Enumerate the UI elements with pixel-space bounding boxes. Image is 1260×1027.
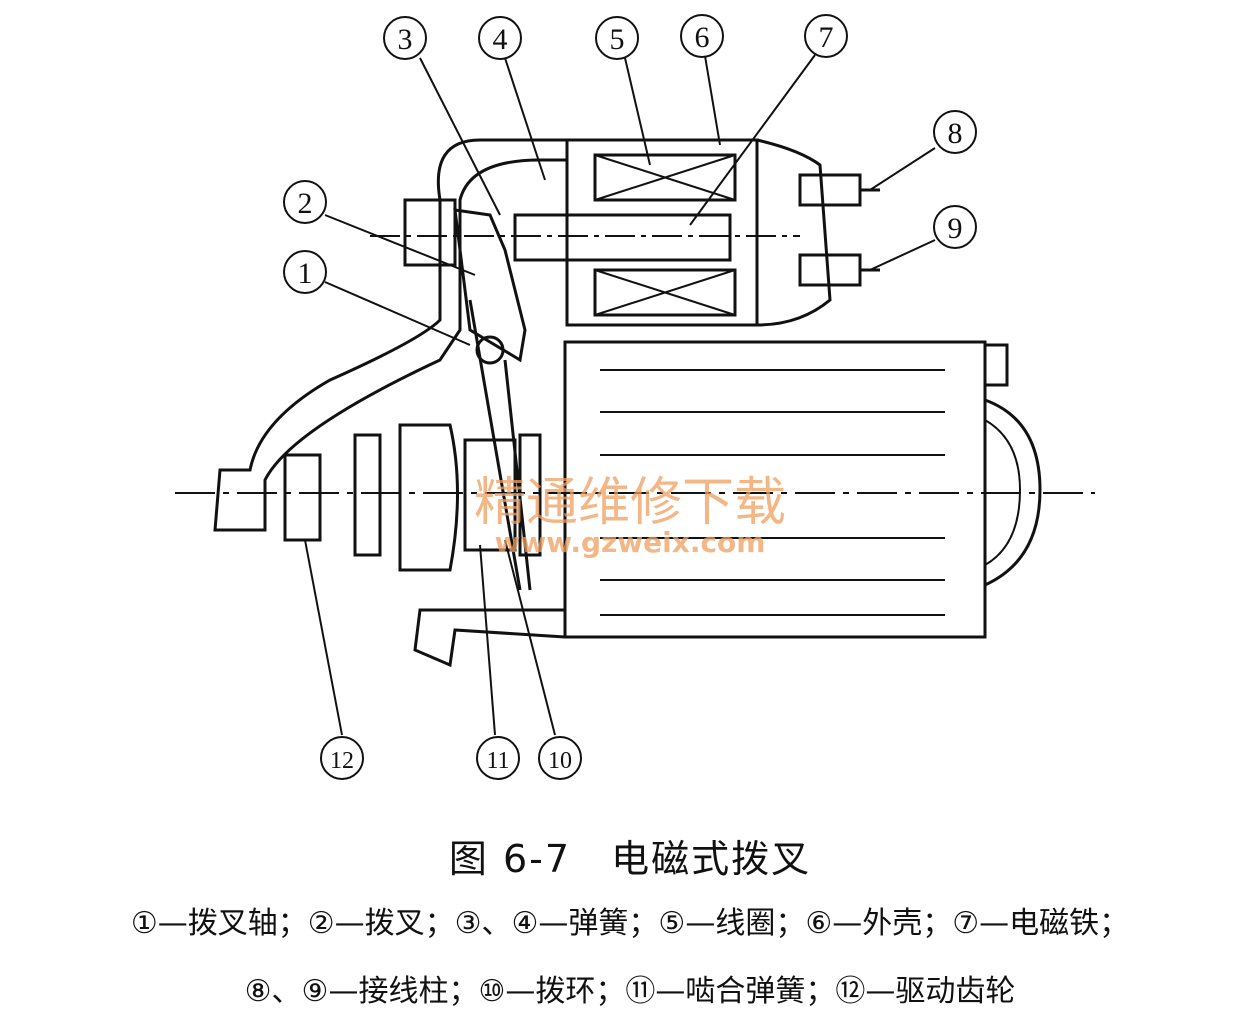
figure-title: 图 6-7 电磁式拨叉 xyxy=(448,837,812,881)
motor-lines xyxy=(600,369,945,616)
label-8: 8 xyxy=(948,117,963,150)
terminal-8 xyxy=(798,173,862,207)
watermark-url: www.gzweix.com xyxy=(495,526,766,559)
label-12: 12 xyxy=(330,748,354,774)
plunger xyxy=(513,213,732,262)
label-4: 4 xyxy=(493,23,508,56)
motor-end-cap xyxy=(984,398,1042,587)
label-1: 1 xyxy=(298,257,313,290)
mesh-spring xyxy=(463,438,517,552)
drive-gear xyxy=(283,453,322,542)
overrunning-clutch xyxy=(398,423,459,572)
motor-housing xyxy=(563,340,987,639)
fork-lever xyxy=(453,208,527,363)
drive-end-frame xyxy=(413,608,566,668)
label-7: 7 xyxy=(819,21,834,54)
label-10: 10 xyxy=(548,748,572,774)
label-11: 11 xyxy=(486,748,509,774)
label-3: 3 xyxy=(398,23,413,56)
legend-line-2: ⑧、⑨—接线柱；⑩—拨环；⑪—啮合弹簧；⑫—驱动齿轮 xyxy=(244,974,1016,1009)
leader-lines xyxy=(304,54,936,736)
watermark-name: 精通维修下载 xyxy=(474,473,786,533)
label-9: 9 xyxy=(948,212,963,245)
coil-upper xyxy=(593,153,737,202)
solenoid-housing xyxy=(565,138,759,327)
coil-lower xyxy=(593,268,737,317)
terminal-nut xyxy=(983,343,1009,387)
fork-housing xyxy=(213,138,567,532)
legend-line-1: ①—拨叉轴；②—拨叉；③、④—弹簧；⑤—线圈；⑥—外壳；⑦—电磁铁； xyxy=(130,906,1130,941)
label-2: 2 xyxy=(298,187,313,220)
solenoid-cover xyxy=(756,138,832,327)
label-5: 5 xyxy=(610,23,625,56)
fork-pivot xyxy=(475,335,505,365)
label-6: 6 xyxy=(695,21,710,54)
drive-ring xyxy=(518,433,542,557)
callouts xyxy=(283,14,977,780)
